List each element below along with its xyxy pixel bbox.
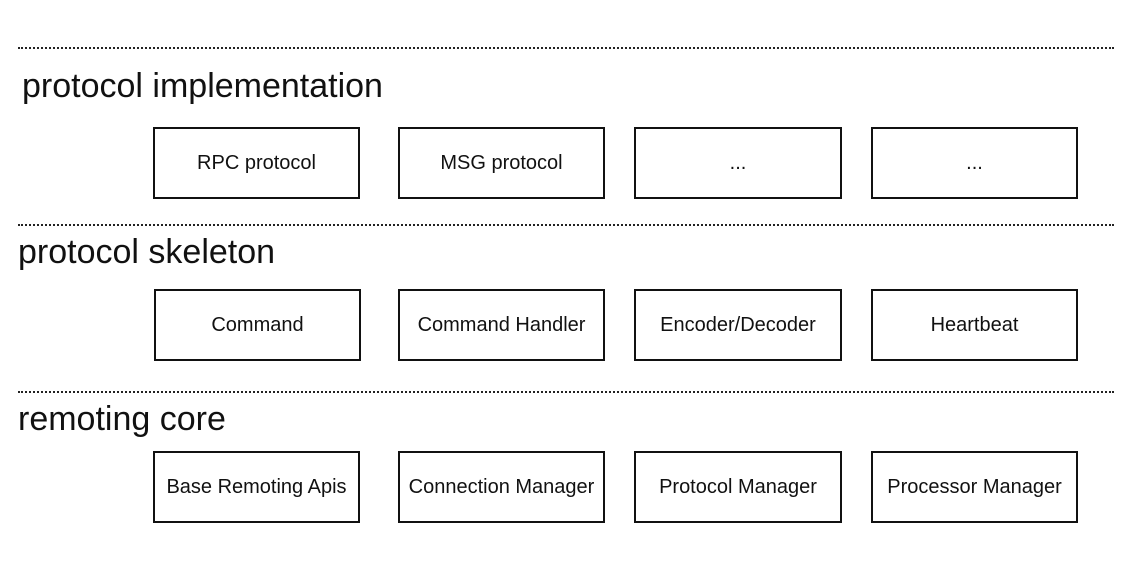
- box-heartbeat: Heartbeat: [871, 289, 1078, 361]
- box-label: ...: [966, 151, 983, 174]
- box-placeholder-1: ...: [634, 127, 842, 199]
- box-command: Command: [154, 289, 361, 361]
- box-label: Base Remoting Apis: [166, 475, 347, 498]
- layer-title-protocol-skeleton: protocol skeleton: [18, 233, 276, 271]
- divider-protocol-skeleton: [18, 224, 1114, 226]
- box-base-remoting-apis: Base Remoting Apis: [153, 451, 360, 523]
- box-label: Connection Manager: [408, 475, 595, 498]
- layer-title-protocol-implementation: protocol implementation: [22, 67, 383, 105]
- layer-title-remoting-core: remoting core: [18, 400, 226, 438]
- box-encoder-decoder: Encoder/Decoder: [634, 289, 842, 361]
- divider-protocol-implementation: [18, 47, 1114, 49]
- box-label: Command Handler: [417, 313, 586, 336]
- box-label: RPC protocol: [197, 151, 316, 174]
- box-command-handler: Command Handler: [398, 289, 605, 361]
- box-label: MSG protocol: [440, 151, 563, 174]
- box-msg-protocol: MSG protocol: [398, 127, 605, 199]
- box-label: Processor Manager: [887, 475, 1062, 498]
- box-placeholder-2: ...: [871, 127, 1078, 199]
- box-label: ...: [729, 151, 747, 174]
- box-rpc-protocol: RPC protocol: [153, 127, 360, 199]
- box-connection-manager: Connection Manager: [398, 451, 605, 523]
- box-label: Protocol Manager: [659, 475, 817, 498]
- box-label: Command: [211, 313, 304, 336]
- divider-remoting-core: [18, 391, 1114, 393]
- box-label: Heartbeat: [930, 313, 1019, 336]
- box-processor-manager: Processor Manager: [871, 451, 1078, 523]
- box-label: Encoder/Decoder: [660, 313, 816, 336]
- box-protocol-manager: Protocol Manager: [634, 451, 842, 523]
